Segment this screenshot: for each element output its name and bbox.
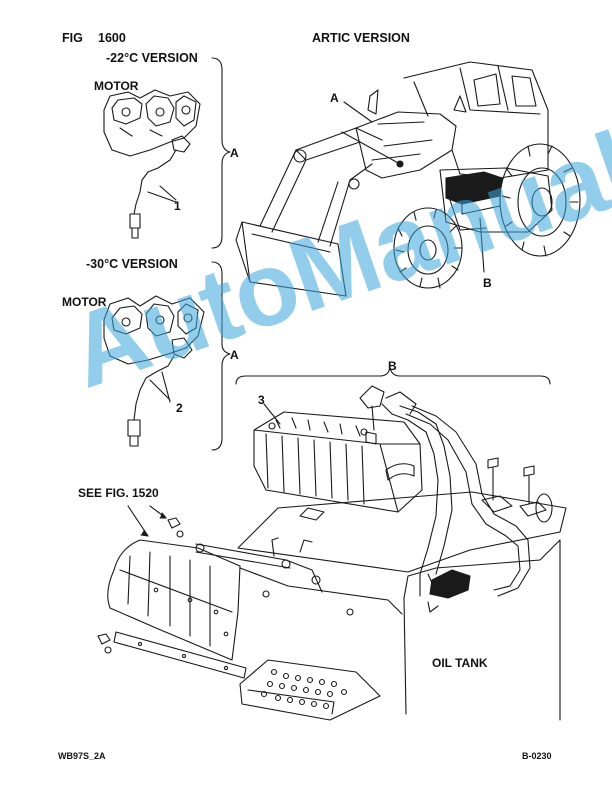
fig-number: 1600: [98, 31, 126, 45]
callout-b-battery: B: [388, 359, 397, 373]
bracket-b-assembly: [235, 367, 551, 385]
bracket-a-top: [211, 57, 231, 249]
callout-1: 1: [174, 199, 181, 213]
version-30-heading: -30°C VERSION: [86, 257, 178, 271]
motor-block-30c-drawing: [103, 295, 205, 447]
fig-label: FIG: [62, 31, 83, 45]
callout-a-top: A: [230, 146, 239, 160]
callout-a-bottom: A: [230, 348, 239, 362]
callout-2: 2: [176, 401, 183, 415]
callout-a-machine: A: [330, 91, 339, 105]
backhoe-loader-drawing: [235, 61, 581, 297]
motor-label-top: MOTOR: [94, 79, 139, 93]
bracket-a-bottom: [211, 261, 231, 451]
footer-right-code: B-0230: [522, 751, 552, 761]
artic-version-heading: ARTIC VERSION: [312, 31, 410, 45]
battery-assembly-drawing: [237, 385, 567, 599]
oil-tank-label: OIL TANK: [432, 656, 488, 670]
footer-left-code: WB97S_2A: [58, 751, 106, 761]
callout-b-machine: B: [483, 276, 492, 290]
motor-block-22c-drawing: [103, 89, 201, 239]
version-22-heading: -22°C VERSION: [106, 51, 198, 65]
see-fig-reference: SEE FIG. 1520: [78, 486, 159, 500]
callout-3: 3: [258, 393, 265, 407]
motor-label-bottom: MOTOR: [62, 295, 107, 309]
lower-assembly-drawing: [97, 403, 561, 721]
